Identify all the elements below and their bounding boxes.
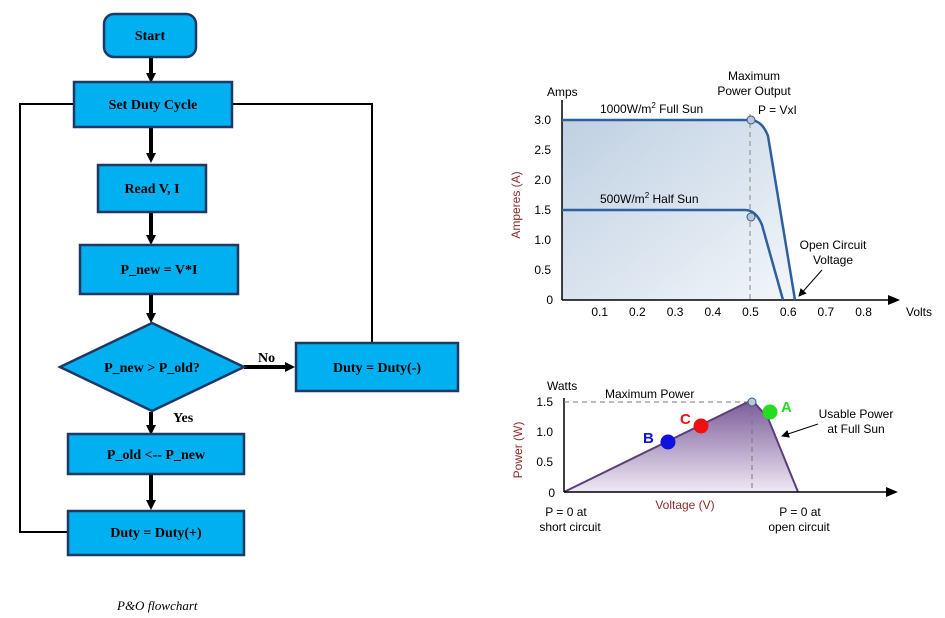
iv-x-ticks: 0.1 0.2 0.3 0.4 0.5 0.6 0.7 0.8 [591, 305, 872, 319]
pv-max-power-label: Maximum Power [605, 387, 694, 401]
iv-x-unit: Volts [906, 305, 932, 319]
iv-open-circuit-label-2: Voltage [813, 253, 853, 267]
iv-y-label: Amperes (A) [509, 171, 523, 238]
no-label: No [258, 351, 275, 366]
pv-y-ticks: 1.5 1.0 0.5 [536, 395, 553, 469]
pv-y-label: Power (W) [511, 422, 525, 479]
pv-short-label-1: P = 0 at [545, 505, 587, 519]
pv-y-tick: 1.5 [536, 395, 553, 409]
pv-label-a: A [781, 399, 792, 416]
iv-x-tick: 0.7 [818, 305, 835, 319]
pv-point-c [693, 418, 709, 434]
pv-curve [563, 398, 799, 493]
pv-usable-label-1: Usable Power [819, 407, 894, 421]
read-vi-label: Read V, I [124, 182, 179, 197]
iv-x-tick: 0.2 [629, 305, 646, 319]
loop-line-left [19, 103, 74, 533]
iv-y-tick: 0.5 [534, 263, 551, 277]
p-old-label: P_old <-- P_new [107, 448, 206, 463]
yes-label: Yes [173, 411, 194, 426]
pv-usable-arrow [781, 423, 819, 438]
p-new-box [78, 243, 240, 296]
read-vi-box [96, 163, 208, 214]
pv-usable-label-2: at Full Sun [827, 422, 884, 436]
pv-chart: B C A Watts Maximum Power Usable Power a… [511, 379, 898, 534]
p-old-box [66, 432, 246, 476]
duty-plus-box [66, 509, 246, 557]
iv-top-label-2: Power Output [717, 84, 791, 98]
pv-label-c: C [680, 411, 691, 428]
iv-full-sun-label: 1000W/m2 Full Sun [600, 101, 703, 116]
duty-minus-box [294, 341, 460, 393]
pv-y-tick: 1.0 [536, 425, 553, 439]
pv-open-label-2: open circuit [768, 520, 830, 534]
pv-label-b: B [643, 430, 654, 447]
iv-x-tick: 0.8 [855, 305, 872, 319]
iv-y-tick: 3.0 [534, 113, 551, 127]
pv-point-b [660, 434, 676, 450]
iv-x-tick: 0.1 [591, 305, 608, 319]
iv-x-tick: 0.6 [780, 305, 797, 319]
iv-half-sun-label: 500W/m2 Half Sun [600, 191, 699, 206]
flowchart: Start Set Duty Cycle Read V, I P_new = V… [19, 12, 460, 613]
loop-line-right [232, 103, 373, 343]
iv-open-circuit-label-1: Open Circuit [800, 238, 867, 252]
iv-open-circuit-arrow [798, 269, 823, 297]
iv-y-tick: 1.5 [534, 203, 551, 217]
iv-y-unit: Amps [547, 85, 578, 99]
pv-max-point [747, 397, 757, 407]
iv-y-tick: 2.5 [534, 143, 551, 157]
pv-y-tick: 0.5 [536, 455, 553, 469]
pv-origin: 0 [548, 486, 555, 500]
iv-top-label-1: Maximum [728, 69, 780, 83]
start-label: Start [135, 29, 166, 44]
iv-y-ticks: 3.0 2.5 2.0 1.5 1.0 0.5 [534, 113, 551, 277]
set-duty-box [72, 80, 234, 129]
iv-x-tick: 0.4 [704, 305, 721, 319]
pv-area-fill [564, 400, 798, 492]
pv-open-label-1: P = 0 at [779, 505, 821, 519]
decision-label: P_new > P_old? [104, 361, 200, 376]
pv-point-a [762, 404, 778, 420]
duty-plus-label: Duty = Duty(+) [110, 526, 202, 541]
pv-x-label: Voltage (V) [655, 498, 714, 512]
iv-mpp-point-half [746, 212, 756, 222]
iv-x-tick: 0.5 [742, 305, 759, 319]
iv-origin: 0 [546, 293, 553, 307]
set-duty-label: Set Duty Cycle [109, 98, 198, 113]
flowchart-caption: P&O flowchart [116, 598, 198, 613]
decision-diamond [57, 321, 247, 413]
duty-minus-label: Duty = Duty(-) [333, 361, 421, 376]
iv-y-tick: 2.0 [534, 173, 551, 187]
iv-mpp-point-full [746, 115, 756, 125]
iv-chart: Amps Maximum Power Output P = VxI 1000W/… [509, 69, 932, 319]
iv-formula: P = VxI [758, 103, 797, 117]
pv-short-label-2: short circuit [539, 520, 601, 534]
iv-x-tick: 0.3 [667, 305, 684, 319]
pv-y-unit: Watts [547, 379, 577, 393]
iv-half-sun-curve [562, 208, 785, 301]
iv-y-tick: 1.0 [534, 233, 551, 247]
start-terminator [102, 12, 198, 59]
p-new-label: P_new = V*I [121, 263, 198, 278]
